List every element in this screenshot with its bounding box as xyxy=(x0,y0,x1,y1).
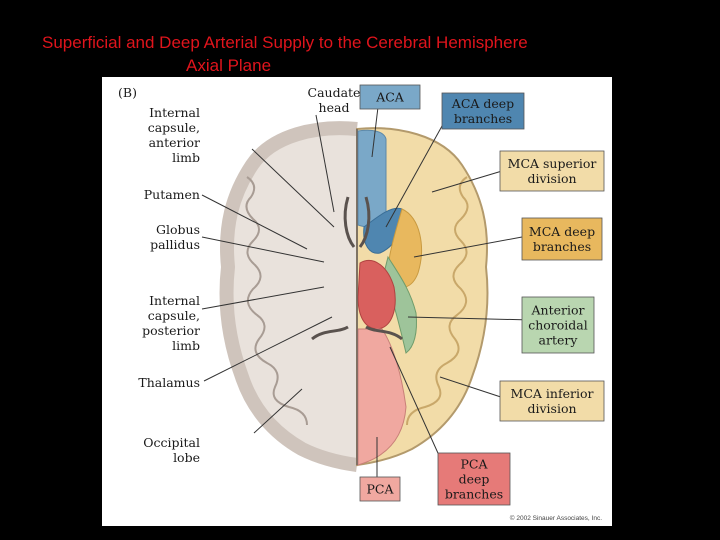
putamen-label: Putamen xyxy=(144,187,200,202)
pca-deep-territory xyxy=(357,260,396,330)
globus-pallidus-label-line: Globus xyxy=(156,222,200,237)
mca-superior-box-label-line: MCA superior xyxy=(508,156,597,171)
pca-box-label: PCA xyxy=(366,482,394,497)
putamen-label-line: Putamen xyxy=(144,187,200,202)
posterior-horns xyxy=(311,325,403,341)
aca-box-label: ACA xyxy=(375,90,405,105)
mca-inferior-box-label-line: division xyxy=(527,401,576,416)
lateral-ventricles xyxy=(343,196,371,248)
panel-label: (B) xyxy=(118,85,137,100)
anterior-choroidal-box xyxy=(521,296,595,354)
internal-capsule-anterior-label-line: capsule, xyxy=(148,120,200,135)
left-cortex xyxy=(219,121,358,472)
internal-capsule-posterior-label-line: capsule, xyxy=(148,308,200,323)
mca-inferior-box-label-line: MCA inferior xyxy=(511,386,594,401)
left-gyri xyxy=(245,176,308,426)
anterior-choroidal-box-label-line: Anterior xyxy=(531,303,585,318)
occipital-lobe-label-line: lobe xyxy=(173,450,200,465)
pca-territory xyxy=(357,328,407,466)
left-leader-lines xyxy=(201,114,335,434)
mca-deep-box-label-line: MCA deep xyxy=(529,224,595,239)
copyright-text: © 2002 Sinauer Associates, Inc. xyxy=(510,514,602,522)
mca-superior-box-label-line: division xyxy=(527,171,576,186)
pca-deep-box-label-line: deep xyxy=(459,472,490,487)
mca-superior-box xyxy=(499,150,605,192)
aca-territory xyxy=(357,129,387,228)
globus-pallidus-label-line: pallidus xyxy=(150,237,200,252)
internal-capsule-posterior-label-line: limb xyxy=(172,338,200,353)
mca-inferior-box xyxy=(499,380,605,422)
pca-deep-box-label-line: branches xyxy=(445,487,503,502)
occipital-lobe-label-line: Occipital xyxy=(143,435,200,450)
aca-deep-box-label-line: ACA deep xyxy=(451,96,514,111)
internal-capsule-posterior-label-line: Internal xyxy=(149,293,200,308)
pca-deep-box-label-line: PCA xyxy=(460,457,488,472)
caudate-head-label-text-line: Caudate xyxy=(308,85,361,100)
internal-capsule-posterior-label-line: posterior xyxy=(142,323,200,338)
pca-box xyxy=(359,476,401,502)
aca-box xyxy=(359,84,421,110)
aca-box-label-line: ACA xyxy=(375,90,405,105)
mca-deep-box-label-line: branches xyxy=(533,239,591,254)
internal-capsule-anterior-label-line: limb xyxy=(172,150,200,165)
anterior-choroidal-box-label-line: choroidal xyxy=(528,318,588,333)
caudate-head-label-text-line: head xyxy=(319,100,350,115)
thalamus-label: Thalamus xyxy=(138,375,200,390)
slide-title-line2: Axial Plane xyxy=(186,56,272,75)
mca-deep-box xyxy=(521,217,603,261)
anterior-choroidal-box-label-line: artery xyxy=(539,333,579,348)
internal-capsule-anterior-label-line: Internal xyxy=(149,105,200,120)
pca-deep-box xyxy=(437,452,511,506)
slide-title-line1: Superficial and Deep Arterial Supply to … xyxy=(42,33,528,52)
right-gyri xyxy=(406,176,469,426)
internal-capsule-anterior-label-line: anterior xyxy=(149,135,200,150)
aca-deep-box xyxy=(441,92,525,130)
aca-deep-box-label-line: branches xyxy=(454,111,512,126)
thalamus-label-line: Thalamus xyxy=(138,375,200,390)
pca-box-label-line: PCA xyxy=(366,482,394,497)
